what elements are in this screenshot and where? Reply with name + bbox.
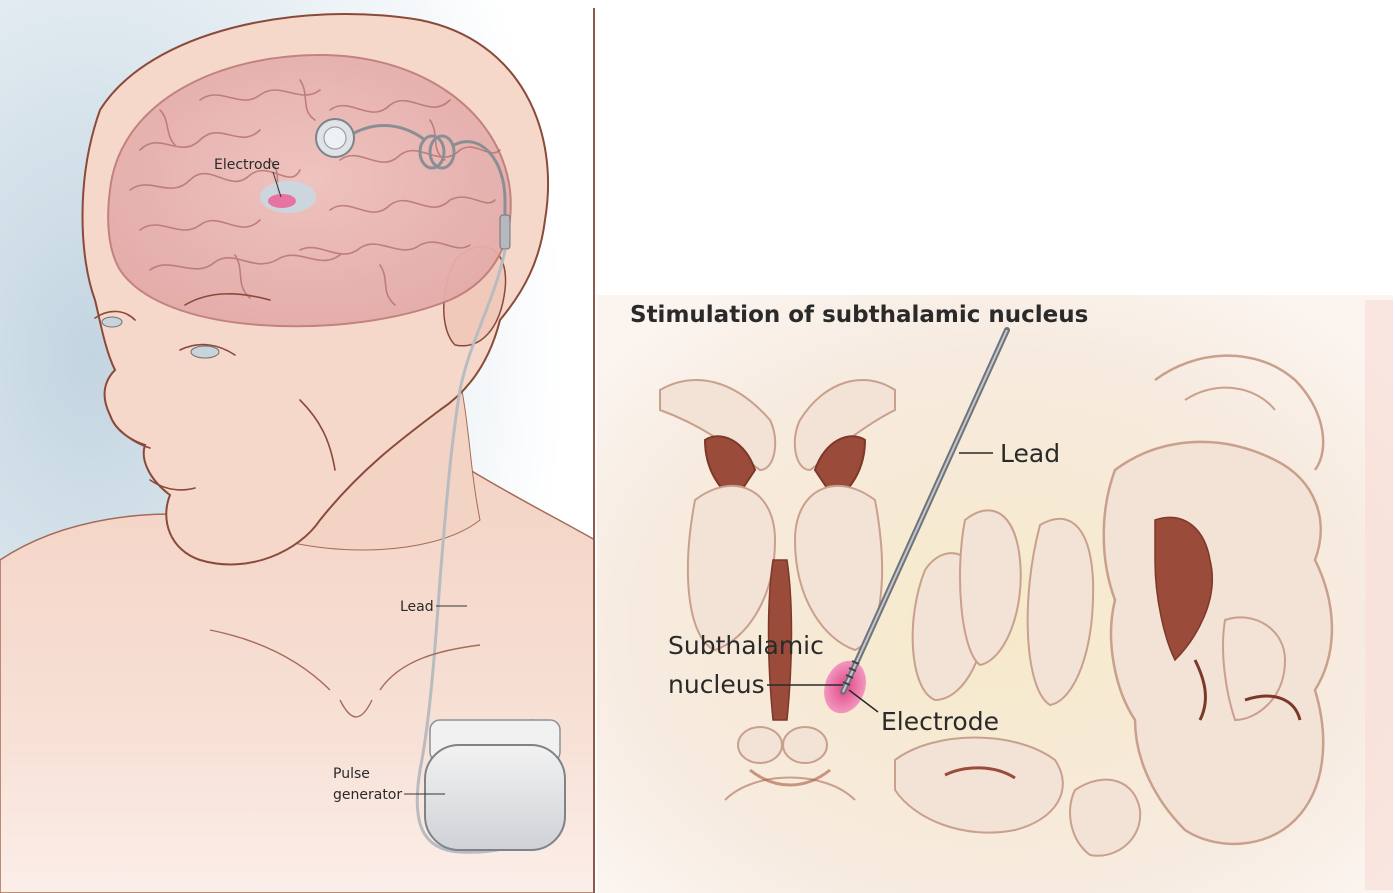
- patient-figure: Electrode Lead Pulse generator: [0, 0, 595, 893]
- label-pulse-line1: Pulse: [333, 766, 370, 782]
- coronal-section: Stimulation of subthalamic nucleus: [595, 0, 1395, 893]
- label-lead: Lead: [1000, 439, 1060, 468]
- label-subthalamic-line2: nucleus: [668, 670, 765, 699]
- coronal-section-illustration: Stimulation of subthalamic nucleus: [595, 0, 1395, 893]
- section-title: Stimulation of subthalamic nucleus: [630, 302, 1088, 328]
- eye: [191, 346, 219, 358]
- label-pulse-line2: generator: [333, 787, 402, 803]
- electrode-target: [268, 194, 296, 208]
- label-electrode: Electrode: [881, 707, 999, 736]
- pulse-generator: [425, 720, 565, 850]
- eye: [102, 317, 122, 327]
- extension-connector: [500, 215, 510, 249]
- label-subthalamic-line1: Subthalamic: [668, 631, 824, 660]
- label-lead: Lead: [400, 599, 434, 615]
- label-electrode: Electrode: [214, 157, 280, 173]
- dbs-patient-illustration: Electrode Lead Pulse generator: [0, 0, 595, 893]
